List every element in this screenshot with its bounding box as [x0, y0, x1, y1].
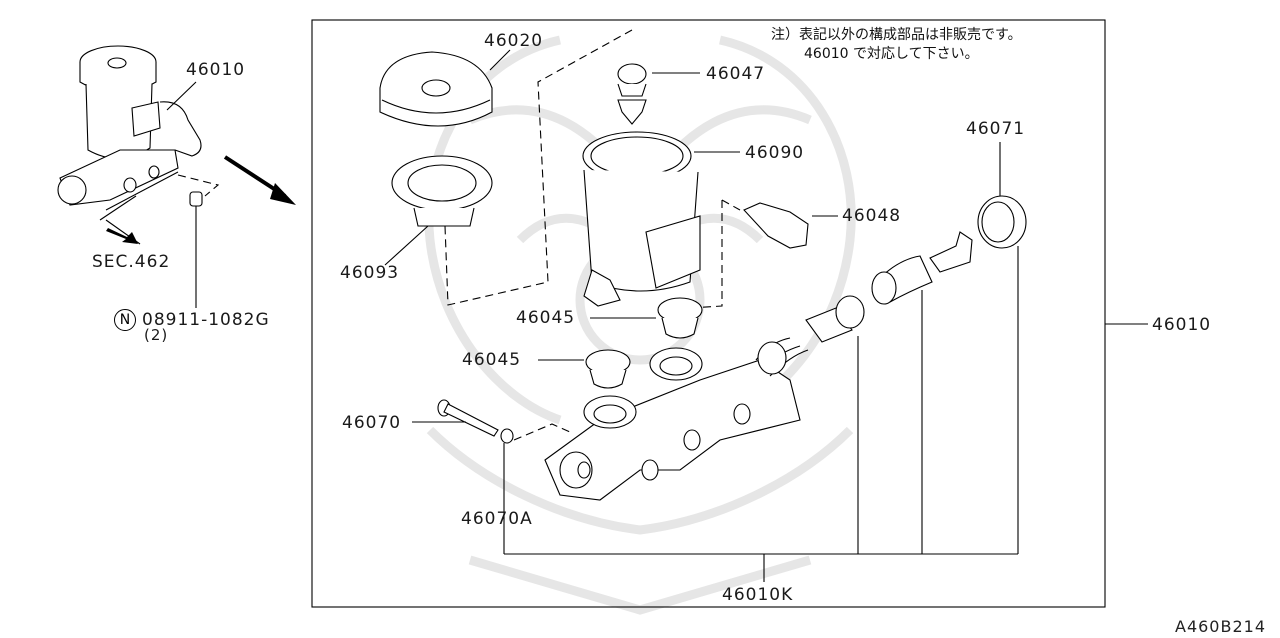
master-cylinder-body — [544, 347, 801, 501]
label-part-46070: 46070 — [342, 413, 402, 433]
label-part-46071: 46071 — [966, 119, 1026, 139]
label-part-46010K: 46010K — [722, 585, 794, 605]
part-46070-bolt — [412, 399, 499, 437]
part-46010K-piston-kit — [504, 142, 1027, 582]
label-part-46020: 46020 — [484, 31, 544, 51]
part-46047-plug — [617, 63, 700, 125]
label-part-46047: 46047 — [706, 64, 766, 84]
drawing-code: A460B214 — [1175, 617, 1266, 636]
label-section-ref: SEC.462 — [92, 252, 171, 272]
part-46090-tank — [582, 131, 740, 307]
part-46070A-washer — [500, 423, 571, 554]
overview-assembly-drawing — [57, 45, 220, 308]
part-46045-grommet-lower — [538, 349, 631, 389]
label-nut-part: 08911-1082G — [142, 310, 270, 330]
part-46093-strainer — [384, 155, 493, 266]
label-part-46010: 46010 — [1152, 315, 1212, 335]
label-part-46090: 46090 — [745, 143, 805, 163]
explode-arrow-icon — [223, 155, 296, 205]
main-frame — [311, 19, 1106, 608]
label-part-46045-upper: 46045 — [516, 308, 576, 328]
note-line-2: 46010 で対応して下さい。 — [804, 46, 979, 62]
n-symbol-icon: N — [114, 309, 136, 331]
label-overview-46010: 46010 — [186, 60, 246, 80]
label-part-46093: 46093 — [340, 263, 400, 283]
label-part-46048: 46048 — [842, 206, 902, 226]
section-arrow-icon — [106, 228, 138, 244]
part-46020-cap — [379, 49, 511, 127]
note-line-1: 注）表記以外の構成部品は非販売です。 — [771, 27, 1022, 43]
part-46048-connector — [659, 199, 838, 311]
part-46045-grommet-upper — [590, 297, 703, 339]
label-part-46070A: 46070A — [461, 509, 533, 529]
label-nut-qty: (2) — [144, 326, 169, 344]
dashed-guide-cap — [444, 29, 633, 306]
label-part-46045-lower: 46045 — [462, 350, 522, 370]
